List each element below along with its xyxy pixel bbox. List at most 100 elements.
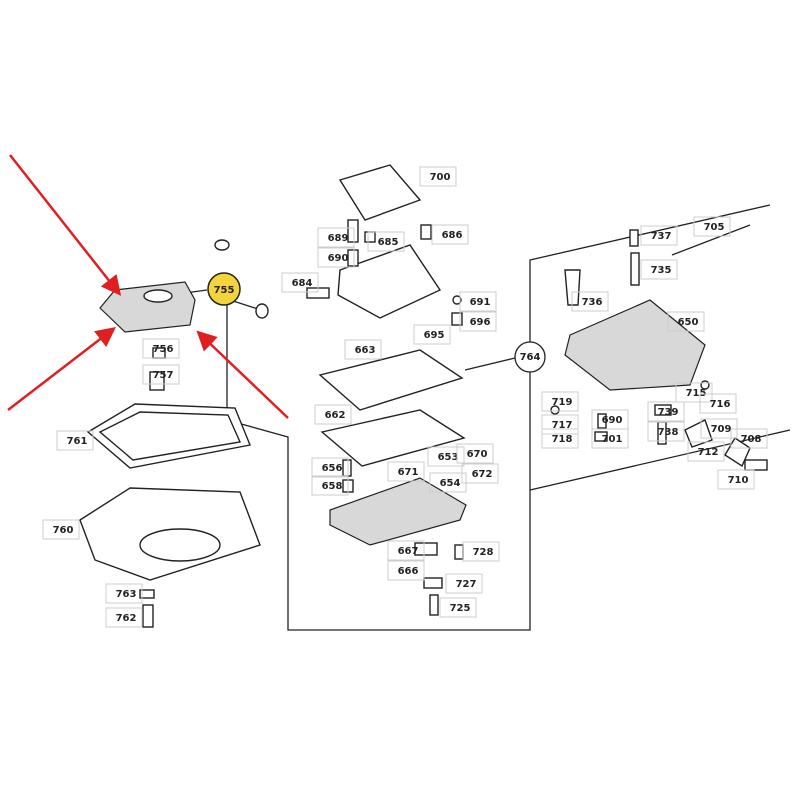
callout-number: 705: [704, 222, 725, 233]
callout-719[interactable]: 719: [541, 391, 579, 412]
callout-number: 716: [710, 399, 731, 410]
callout-box: [367, 231, 405, 252]
callout-654[interactable]: 654: [429, 472, 467, 493]
callout-662[interactable]: 662: [314, 404, 352, 425]
callout-686[interactable]: 686: [431, 224, 469, 245]
callout-box: [439, 597, 477, 618]
callout-number: 718: [552, 434, 573, 445]
callout-712[interactable]: 712: [687, 441, 725, 462]
callout-box: [640, 259, 678, 280]
callout-box: [311, 457, 349, 478]
callout-number: 653: [438, 452, 459, 463]
callout-728[interactable]: 728: [462, 541, 500, 562]
callout-725[interactable]: 725: [439, 597, 477, 618]
callout-number: 690: [328, 253, 349, 264]
callout-box: [456, 443, 494, 464]
callout-756[interactable]: 756: [142, 338, 180, 359]
callout-labels: 700 689 685 686 690 684 691 696 695 663 764 662 653 6…: [42, 166, 768, 628]
callout-number: 710: [728, 475, 749, 486]
callout-number: 691: [470, 297, 491, 308]
callout-number: 701: [602, 434, 623, 445]
callout-box: [142, 338, 180, 359]
callout-708[interactable]: 708: [730, 428, 768, 449]
callout-number: 686: [442, 230, 463, 241]
callout-695[interactable]: 695: [413, 324, 451, 345]
callout-number: 728: [473, 547, 494, 558]
callout-670[interactable]: 670: [456, 443, 494, 464]
callout-number: 717: [552, 420, 573, 431]
callout-705[interactable]: 705: [693, 216, 731, 237]
callout-727[interactable]: 727: [445, 573, 483, 594]
valve-body-right: [550, 224, 768, 471]
callout-685[interactable]: 685: [367, 231, 405, 252]
callout-739[interactable]: 739: [647, 401, 685, 422]
callout-671[interactable]: 671: [387, 461, 425, 482]
callout-box: [387, 461, 425, 482]
callout-658[interactable]: 658: [311, 475, 349, 496]
callout-738[interactable]: 738: [647, 421, 685, 442]
callout-667[interactable]: 667: [387, 540, 425, 561]
callout-number: 738: [658, 427, 679, 438]
callout-684[interactable]: 684: [281, 272, 319, 293]
callout-box: [687, 441, 725, 462]
pan-gasket: [86, 403, 251, 469]
callout-number: 672: [472, 469, 493, 480]
callout-653[interactable]: 653: [427, 446, 465, 467]
callout-number: 654: [440, 478, 461, 489]
callout-760[interactable]: 760: [42, 519, 80, 540]
callout-718[interactable]: 718: [541, 428, 579, 449]
callout-number: 712: [698, 447, 719, 458]
callout-box: [667, 311, 705, 332]
callout-650[interactable]: 650: [667, 311, 705, 332]
callout-763[interactable]: 763: [105, 583, 143, 604]
callout-710[interactable]: 710: [717, 469, 755, 490]
callout-box: [591, 428, 629, 449]
callout-691[interactable]: 691: [459, 291, 497, 312]
callout-717[interactable]: 717: [541, 414, 579, 435]
callout-number: 670: [467, 449, 488, 460]
callout-box: [717, 469, 755, 490]
callout-762[interactable]: 762: [105, 607, 143, 628]
callout-circle-764: [514, 341, 546, 373]
callout-689[interactable]: 689: [317, 227, 355, 248]
callout-number: 684: [292, 278, 313, 289]
callout-736[interactable]: 736: [571, 291, 609, 312]
callout-number: 695: [424, 330, 445, 341]
callout-757[interactable]: 757: [142, 364, 180, 385]
callout-box: [541, 414, 579, 435]
callout-716[interactable]: 716: [699, 393, 737, 414]
callout-number: 700: [430, 172, 451, 183]
callout-755-highlighted[interactable]: 755: [214, 285, 235, 296]
callout-box: [675, 382, 713, 403]
callout-672[interactable]: 672: [461, 463, 499, 484]
callout-737[interactable]: 737: [640, 225, 678, 246]
callout-666[interactable]: 666: [387, 560, 425, 581]
callout-number: 719: [552, 397, 573, 408]
callout-number: 671: [398, 467, 419, 478]
callout-696[interactable]: 696: [459, 311, 497, 332]
callout-box: [730, 428, 768, 449]
callout-box: [317, 247, 355, 268]
callout-690[interactable]: 690: [317, 247, 355, 268]
callout-number: 690: [602, 415, 623, 426]
callout-number: 756: [153, 344, 174, 355]
callout-number: 696: [470, 317, 491, 328]
callout-box: [42, 519, 80, 540]
callout-656[interactable]: 656: [311, 457, 349, 478]
callout-764[interactable]: 764: [520, 352, 541, 363]
callout-663[interactable]: 663: [344, 339, 382, 360]
callout-number: 737: [651, 231, 672, 242]
callout-715[interactable]: 715: [675, 382, 713, 403]
callout-700[interactable]: 700: [419, 166, 457, 187]
callout-box: [459, 311, 497, 332]
callout-number: 663: [355, 345, 376, 356]
callout-735[interactable]: 735: [640, 259, 678, 280]
callout-701[interactable]: 701: [591, 428, 629, 449]
callout-number: 666: [398, 566, 419, 577]
callout-number: 736: [582, 297, 603, 308]
callout-761[interactable]: 761: [56, 430, 94, 451]
callout-number: 656: [322, 463, 343, 474]
callout-box: [56, 430, 94, 451]
